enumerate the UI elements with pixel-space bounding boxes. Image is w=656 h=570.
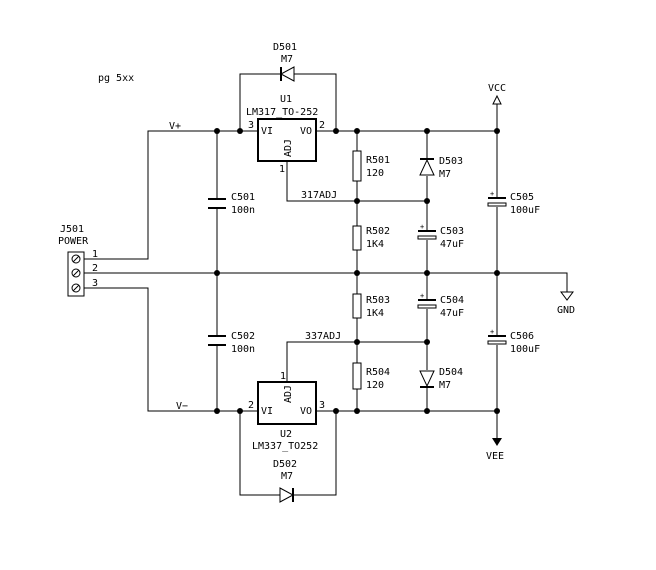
c502-value: 100n xyxy=(231,344,255,355)
diode-d503: D503 M7 xyxy=(419,156,463,180)
c503-ref: C503 xyxy=(440,226,464,237)
d502-ref: D502 xyxy=(273,459,297,470)
net-label-v-plus: V+ xyxy=(169,121,181,132)
u1-ref: U1 xyxy=(280,94,292,105)
regulator-u2: U2 LM337_TO252 VI VO 2 3 1 ADJ xyxy=(248,371,325,452)
r501-value: 120 xyxy=(366,168,384,179)
c504-value: 47uF xyxy=(440,308,464,319)
d504-ref: D504 xyxy=(439,367,463,378)
d501-ref: D501 xyxy=(273,42,297,53)
c503-plus: + xyxy=(420,223,424,231)
wires xyxy=(84,73,568,496)
gnd-symbol: GND xyxy=(557,291,575,316)
d502-value: M7 xyxy=(281,471,293,482)
connector-ref: J501 xyxy=(60,224,84,235)
u1-adj: ADJ xyxy=(283,139,294,157)
c501-value: 100n xyxy=(231,205,255,216)
capacitor-c505: + C505 100uF xyxy=(487,190,540,216)
r502-value: 1K4 xyxy=(366,239,384,250)
vcc-power-flag: VCC xyxy=(488,83,506,105)
u2-pin-vo: 3 xyxy=(319,400,325,411)
connector-pin-1: 1 xyxy=(92,249,98,260)
capacitor-c501: C501 100n xyxy=(208,192,255,216)
u2-vi: VI xyxy=(261,406,273,417)
u2-ref: U2 xyxy=(280,429,292,440)
vee-label: VEE xyxy=(486,451,504,462)
regulator-u1: U1 LM317_TO-252 VI VO 3 2 1 ADJ xyxy=(246,94,325,175)
d503-value: M7 xyxy=(439,169,451,180)
c503-value: 47uF xyxy=(440,239,464,250)
u1-pin-vi: 3 xyxy=(248,120,254,131)
r503-ref: R503 xyxy=(366,295,390,306)
net-label-337adj: 337ADJ xyxy=(305,331,341,342)
capacitor-c504: + C504 47uF xyxy=(417,292,464,319)
capacitor-c506: + C506 100uF xyxy=(487,328,540,355)
u2-vo: VO xyxy=(300,406,312,417)
c505-plus: + xyxy=(490,190,494,198)
connector-pin-2: 2 xyxy=(92,263,98,274)
resistor-r504: R504 120 xyxy=(352,362,390,391)
connector-j501: J501 POWER 1 2 3 xyxy=(58,224,98,297)
r501-ref: R501 xyxy=(366,155,390,166)
u2-adj: ADJ xyxy=(283,385,294,403)
diode-d502: D502 M7 xyxy=(273,459,297,503)
u1-pin-vo: 2 xyxy=(319,120,325,131)
c506-plus: + xyxy=(490,328,494,336)
capacitor-c503: + C503 47uF xyxy=(417,223,464,250)
u2-value: LM337_TO252 xyxy=(252,441,318,452)
net-label-v-minus: V− xyxy=(176,401,188,412)
d501-value: M7 xyxy=(281,54,293,65)
c506-value: 100uF xyxy=(510,344,540,355)
c504-plus: + xyxy=(420,292,424,300)
u2-pin-adj: 1 xyxy=(280,371,286,382)
u1-pin-adj: 1 xyxy=(279,164,285,175)
c501-ref: C501 xyxy=(231,192,255,203)
r502-ref: R502 xyxy=(366,226,390,237)
connector-value: POWER xyxy=(58,236,89,247)
d504-value: M7 xyxy=(439,380,451,391)
r503-value: 1K4 xyxy=(366,308,384,319)
vcc-label: VCC xyxy=(488,83,506,94)
u1-vi: VI xyxy=(261,126,273,137)
r504-ref: R504 xyxy=(366,367,390,378)
u2-pin-vi: 2 xyxy=(248,400,254,411)
c505-value: 100uF xyxy=(510,205,540,216)
u1-vo: VO xyxy=(300,126,312,137)
page-note: pg 5xx xyxy=(98,73,134,84)
d503-ref: D503 xyxy=(439,156,463,167)
c502-ref: C502 xyxy=(231,331,255,342)
connector-pin-3: 3 xyxy=(92,278,98,289)
c506-ref: C506 xyxy=(510,331,534,342)
junction-dots xyxy=(214,128,500,414)
r504-value: 120 xyxy=(366,380,384,391)
c505-ref: C505 xyxy=(510,192,534,203)
gnd-label: GND xyxy=(557,305,575,316)
resistor-r501: R501 120 xyxy=(352,150,390,182)
resistor-r502: R502 1K4 xyxy=(352,225,390,251)
capacitor-c502: C502 100n xyxy=(208,331,255,355)
diode-d504: D504 M7 xyxy=(419,367,463,391)
c504-ref: C504 xyxy=(440,295,464,306)
u1-value: LM317_TO-252 xyxy=(246,107,318,118)
resistor-r503: R503 1K4 xyxy=(352,293,390,319)
diode-d501: D501 M7 xyxy=(273,42,297,82)
vee-power-flag: VEE xyxy=(486,438,504,462)
net-label-317adj: 317ADJ xyxy=(301,190,337,201)
